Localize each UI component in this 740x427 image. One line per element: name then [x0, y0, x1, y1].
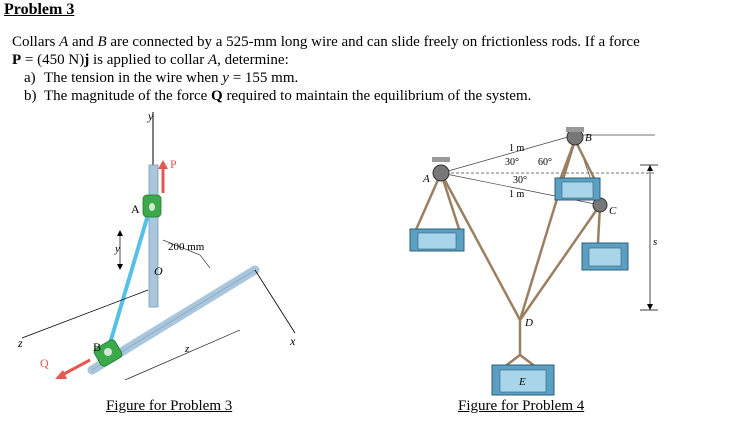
z-dimension-line — [124, 329, 241, 381]
y-dimension-label: y — [114, 243, 120, 255]
z-axis-label: z — [17, 336, 23, 350]
box-left — [409, 228, 465, 252]
point-e-label: E — [518, 376, 526, 388]
problem-statement: Collars A and B are connected by a 525-m… — [12, 34, 640, 68]
problem-title: Problem 3 — [4, 1, 75, 18]
s-dimension-label: s — [653, 236, 657, 248]
z-dimension-label: z — [184, 343, 190, 355]
figure-3-caption: Figure for Problem 3 — [106, 398, 233, 414]
angle-60: 60° — [538, 157, 552, 168]
point-c-label: C — [609, 205, 617, 217]
force-q-label: Q — [40, 356, 49, 370]
box-c — [581, 242, 629, 271]
question-b: b)The magnitude of the force Q required … — [24, 88, 532, 104]
ropes — [413, 139, 602, 371]
x-axis-line — [254, 269, 296, 334]
dimension-200mm: 200 mm — [168, 241, 205, 253]
figure-4-caption: Figure for Problem 4 — [458, 398, 585, 414]
collar-b-label: B — [93, 340, 101, 354]
connecting-wire — [106, 207, 152, 351]
point-a-label: A — [422, 173, 430, 185]
collar-a-label: A — [131, 202, 140, 216]
reference-line-ab — [440, 134, 576, 174]
vertical-rod — [148, 164, 159, 308]
angle-30-lower: 30° — [513, 175, 527, 186]
length-1m-top: 1 m — [509, 143, 525, 154]
y-axis-label: y — [147, 109, 154, 123]
force-p-label: P — [170, 157, 177, 171]
question-a: a)The tension in the wire when y = 155 m… — [24, 70, 299, 86]
box-b — [554, 177, 601, 201]
x-axis-label: x — [289, 334, 296, 348]
box-e — [491, 364, 555, 396]
point-b-label: B — [585, 132, 592, 144]
pulley-a — [432, 164, 450, 182]
z-axis-line — [21, 289, 149, 339]
angle-30-upper: 30° — [505, 157, 519, 168]
origin-label: O — [154, 264, 163, 278]
length-1m-bottom: 1 m — [509, 189, 525, 200]
point-d-label: D — [524, 317, 533, 329]
force-q-arrow — [61, 358, 91, 377]
